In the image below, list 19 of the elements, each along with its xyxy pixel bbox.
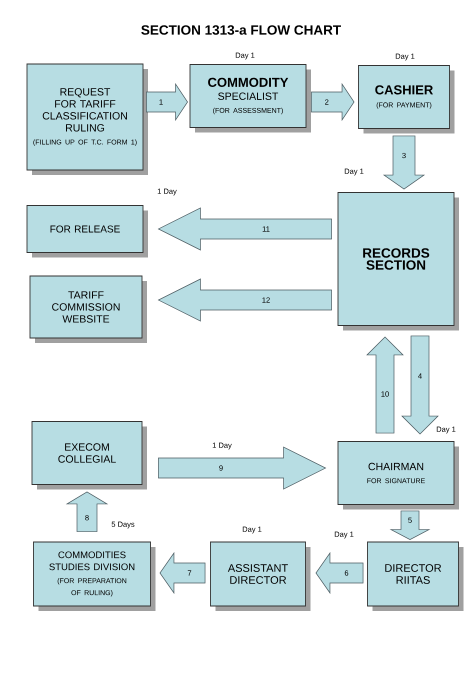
process-box: TARIFF COMMISSION WEBSITE: [30, 276, 147, 343]
block-arrow: [160, 552, 206, 594]
block-arrow: [146, 82, 188, 122]
process-box: DIRECTOR RIITAS: [367, 542, 464, 611]
block-arrow: [158, 278, 332, 322]
block-arrow: [158, 207, 332, 251]
process-box: ASSISTANT DIRECTOR: [210, 542, 310, 611]
title: SECTION 1313-a FLOW CHART: [141, 25, 341, 35]
block-arrow: [311, 82, 354, 122]
process-box: RECORDS SECTION: [338, 192, 459, 330]
block-arrow: [316, 552, 364, 594]
block-arrow: [366, 336, 404, 434]
block-arrow: [382, 136, 426, 190]
process-box: FOR RELEASE: [26, 205, 148, 258]
block-arrow: [401, 336, 439, 435]
block-arrow: [158, 446, 326, 490]
block-arrow: [390, 510, 430, 540]
process-box: EXECOM COLLEGIAL: [32, 421, 147, 490]
block-arrow: [66, 492, 108, 532]
